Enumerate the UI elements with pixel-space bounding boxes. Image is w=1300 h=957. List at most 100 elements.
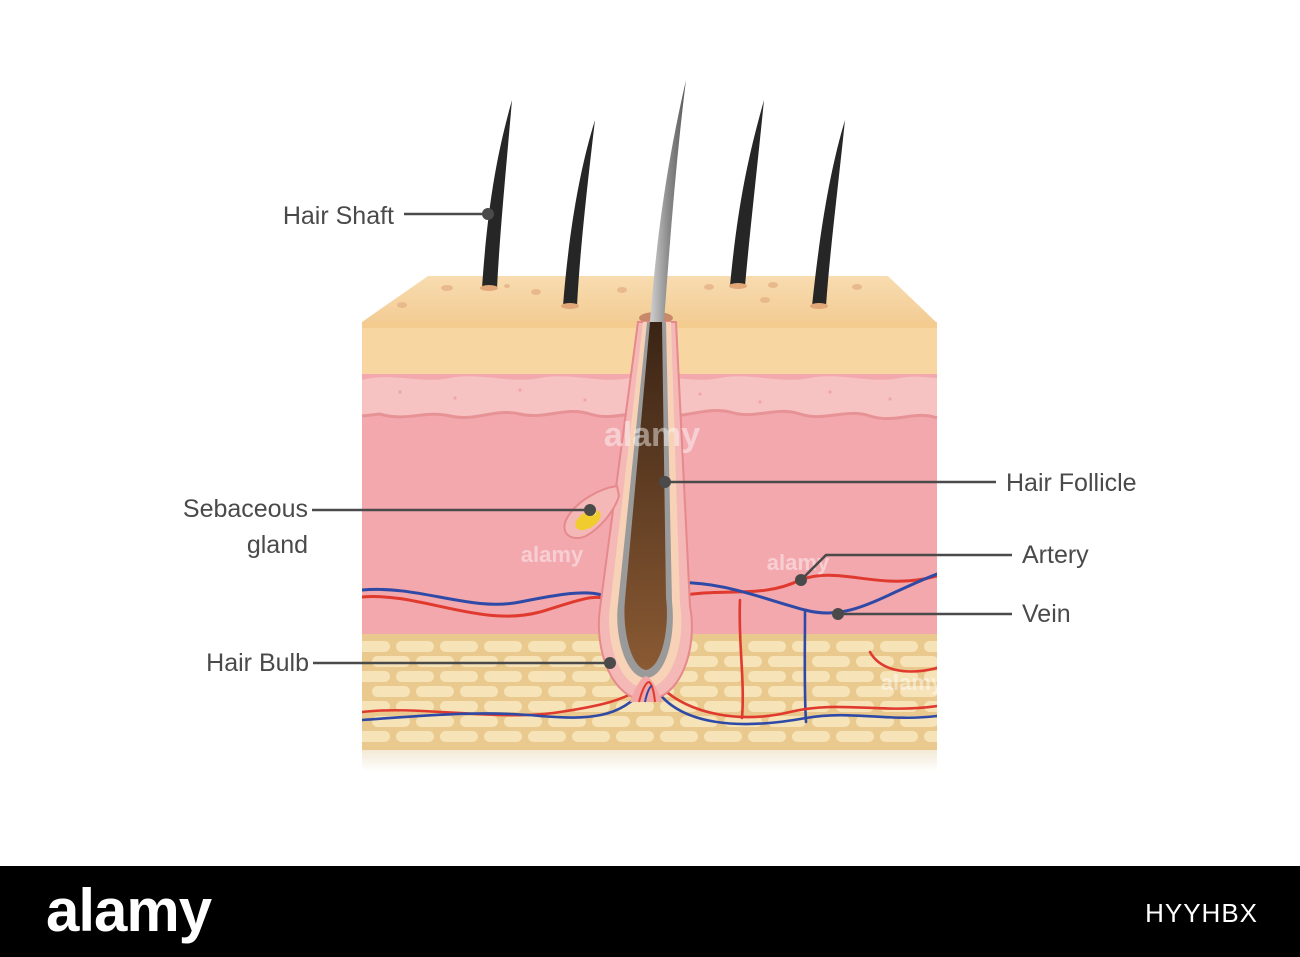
fat-cell <box>856 686 894 697</box>
fat-cell <box>548 686 586 697</box>
watermark-text-small-3: alamy <box>521 542 584 567</box>
fat-cell <box>680 686 718 697</box>
fat-cell <box>944 686 982 697</box>
fat-cell <box>768 656 806 667</box>
hair-root <box>624 322 667 670</box>
fat-cell <box>924 731 937 742</box>
fat-cell <box>704 731 742 742</box>
label-sebaceous-line1: Sebaceous <box>183 495 308 523</box>
fat-cell <box>528 701 566 712</box>
stock-footer-bar: alamy HYYHBX <box>0 866 1300 957</box>
fat-cell <box>748 731 786 742</box>
fat-cell <box>836 641 874 652</box>
fat-cell <box>460 686 498 697</box>
fat-cell <box>880 731 918 742</box>
fat-cell <box>372 656 410 667</box>
fat-cell <box>504 686 542 697</box>
hair-strand-4 <box>812 120 845 306</box>
skin-pores <box>397 282 862 308</box>
fat-cell <box>856 716 894 727</box>
fat-cell <box>792 671 830 682</box>
main-hair-shaft <box>650 80 686 322</box>
watermark-text: alamy <box>604 416 700 454</box>
fat-cell <box>792 641 830 652</box>
other-hairs <box>480 100 845 309</box>
fat-cell <box>724 656 762 667</box>
watermark-text-small-1: alamy <box>767 550 830 575</box>
fat-cell <box>572 731 610 742</box>
label-hair-follicle-text: Hair Follicle <box>1006 469 1137 497</box>
fat-cell <box>416 656 454 667</box>
vein-vessel-lower <box>362 686 937 726</box>
fat-cell <box>900 686 937 697</box>
fat-cell <box>396 641 434 652</box>
fat-cell <box>528 641 566 652</box>
fat-cell <box>944 656 982 667</box>
fat-cell <box>812 716 850 727</box>
fat-cell <box>812 686 850 697</box>
fat-cell <box>924 641 937 652</box>
watermark-text-small-2: alamy <box>881 670 944 695</box>
fat-cell <box>396 731 434 742</box>
fat-cell <box>440 731 478 742</box>
fat-cell <box>836 731 874 742</box>
fat-cell <box>362 641 390 652</box>
fat-cell <box>548 716 586 727</box>
fat-cell <box>484 701 522 712</box>
fat-cell <box>880 671 918 682</box>
fat-cell <box>440 641 478 652</box>
fat-cell <box>548 656 586 667</box>
hair-strand-1 <box>482 100 512 288</box>
fat-cell <box>748 641 786 652</box>
artery-vessel-lower <box>362 686 937 719</box>
fat-cell <box>372 686 410 697</box>
fat-cell <box>680 656 718 667</box>
label-artery-text: Artery <box>1022 541 1089 569</box>
fat-cell <box>812 656 850 667</box>
fat-cell <box>704 641 742 652</box>
fat-cell <box>704 701 742 712</box>
fat-cell <box>592 716 630 727</box>
fat-cell <box>944 716 982 727</box>
footer-image-code: HYYHBX <box>1145 898 1258 928</box>
hair-strand-2 <box>563 120 595 306</box>
fat-cell <box>900 656 937 667</box>
fat-cell <box>528 731 566 742</box>
label-hair-bulb: Hair Bulb <box>206 649 616 677</box>
vein-vessel-upper <box>362 572 937 615</box>
hair-strand-3 <box>730 100 764 286</box>
fat-cell <box>660 731 698 742</box>
fat-cell <box>440 701 478 712</box>
fat-cell <box>704 671 742 682</box>
label-hair-shaft: Hair Shaft <box>283 202 494 230</box>
label-hair-bulb-text: Hair Bulb <box>206 649 309 677</box>
fat-cell <box>416 716 454 727</box>
fat-cell <box>572 671 610 682</box>
fat-cell <box>856 656 894 667</box>
fat-cell <box>680 716 718 727</box>
fat-cell <box>504 716 542 727</box>
fat-cell <box>362 671 390 682</box>
fat-cell <box>460 656 498 667</box>
label-sebaceous-gland: Sebaceous gland <box>183 495 596 559</box>
footer-logo: alamy <box>46 877 212 944</box>
fat-cell <box>440 671 478 682</box>
fat-cell <box>880 641 918 652</box>
fat-cell <box>362 731 390 742</box>
fat-cell <box>748 671 786 682</box>
fat-cell <box>484 641 522 652</box>
fat-cell <box>616 731 654 742</box>
fat-cell <box>836 671 874 682</box>
hair-follicle-structure <box>563 80 693 703</box>
label-hair-follicle: Hair Follicle <box>659 469 1137 497</box>
label-vein: Vein <box>832 600 1071 628</box>
fat-cell <box>484 731 522 742</box>
label-hair-shaft-text: Hair Shaft <box>283 202 394 230</box>
fat-cell <box>484 671 522 682</box>
fat-cell <box>396 671 434 682</box>
label-artery: Artery <box>795 541 1089 586</box>
fat-cell <box>528 671 566 682</box>
fat-cell <box>460 716 498 727</box>
fat-cell <box>768 686 806 697</box>
